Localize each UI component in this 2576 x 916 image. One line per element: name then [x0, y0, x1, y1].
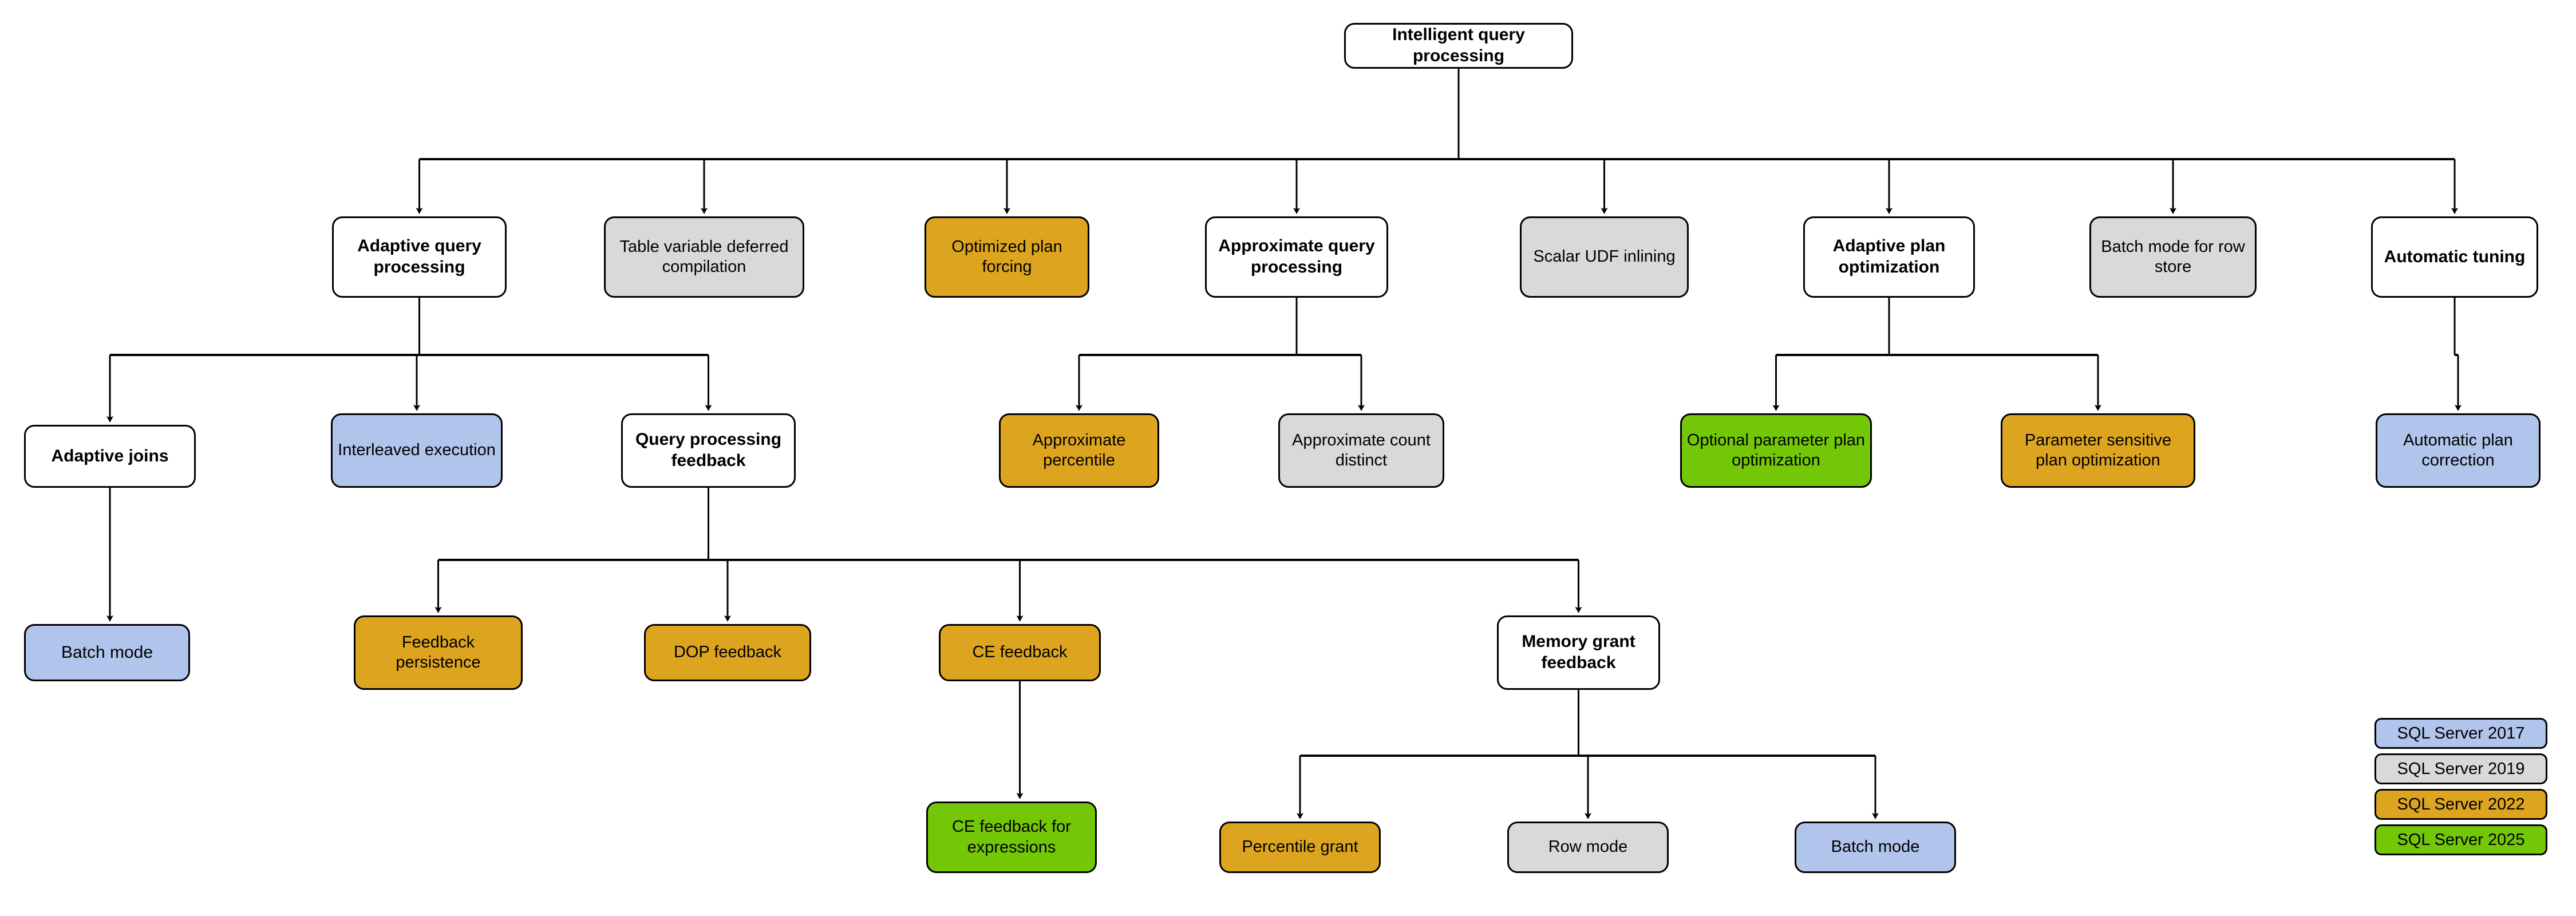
node-label: DOP feedback	[673, 643, 782, 662]
node-label: Row mode	[1548, 838, 1628, 856]
legend-item-blue: SQL Server 2017	[2374, 718, 2547, 749]
node-ap[interactable]: Approximate percentile	[999, 413, 1159, 488]
node-label: Approximate query processing	[1218, 236, 1375, 277]
node-aqp[interactable]: Adaptive query processing	[332, 216, 507, 298]
node-label: Optional parameter plan optimization	[1686, 431, 1866, 469]
node-pspo[interactable]: Parameter sensitive plan optimization	[2001, 413, 2195, 488]
node-label: Percentile grant	[1242, 838, 1358, 856]
node-at[interactable]: Automatic tuning	[2371, 216, 2538, 298]
node-label: Batch mode for row store	[2101, 237, 2245, 276]
node-apq[interactable]: Approximate query processing	[1205, 216, 1388, 298]
node-label: Approximate count distinct	[1292, 431, 1431, 469]
node-label: Batch mode	[61, 642, 153, 662]
node-label: CE feedback	[972, 643, 1068, 662]
node-cef[interactable]: CE feedback	[939, 624, 1101, 681]
node-fp[interactable]: Feedback persistence	[354, 615, 523, 690]
node-acd[interactable]: Approximate count distinct	[1278, 413, 1444, 488]
node-aj[interactable]: Adaptive joins	[24, 425, 196, 488]
node-label: Scalar UDF inlining	[1533, 247, 1676, 266]
legend-item-label: SQL Server 2019	[2397, 759, 2525, 778]
node-label: Parameter sensitive plan optimization	[2024, 431, 2172, 469]
node-root[interactable]: Intelligent query processing	[1344, 23, 1573, 69]
node-cefe[interactable]: CE feedback for expressions	[926, 802, 1097, 873]
node-label: Adaptive query processing	[357, 236, 481, 277]
node-label: Optimized plan forcing	[951, 237, 1062, 276]
node-bmrs[interactable]: Batch mode for row store	[2089, 216, 2257, 298]
node-tvdc[interactable]: Table variable deferred compilation	[604, 216, 804, 298]
legend-item-label: SQL Server 2025	[2397, 830, 2525, 849]
node-oppo[interactable]: Optional parameter plan optimization	[1680, 413, 1872, 488]
node-label: Interleaved execution	[338, 441, 496, 460]
node-pg[interactable]: Percentile grant	[1219, 822, 1381, 873]
node-label: Memory grant feedback	[1522, 632, 1635, 672]
node-mgf[interactable]: Memory grant feedback	[1497, 615, 1660, 690]
legend-item-green: SQL Server 2025	[2374, 824, 2547, 855]
node-ie[interactable]: Interleaved execution	[331, 413, 503, 488]
node-label: Intelligent query processing	[1392, 25, 1525, 65]
node-label: Feedback persistence	[396, 633, 481, 672]
node-label: Adaptive joins	[51, 446, 169, 465]
node-apc[interactable]: Automatic plan correction	[2376, 413, 2541, 488]
node-apo[interactable]: Adaptive plan optimization	[1803, 216, 1975, 298]
node-bm2[interactable]: Batch mode	[1795, 822, 1956, 873]
legend-item-gray: SQL Server 2019	[2374, 753, 2547, 784]
node-label: CE feedback for expressions	[952, 818, 1071, 856]
node-rm[interactable]: Row mode	[1507, 822, 1669, 873]
node-bm1[interactable]: Batch mode	[24, 624, 190, 681]
node-qpf[interactable]: Query processing feedback	[621, 413, 796, 488]
node-label: Table variable deferred compilation	[619, 237, 789, 276]
node-label: Automatic plan correction	[2403, 431, 2513, 469]
node-label: Adaptive plan optimization	[1832, 236, 1946, 277]
node-sudf[interactable]: Scalar UDF inlining	[1520, 216, 1689, 298]
node-label: Approximate percentile	[1032, 431, 1126, 469]
node-label: Automatic tuning	[2384, 247, 2526, 266]
node-label: Query processing feedback	[635, 430, 782, 470]
legend-item-orange: SQL Server 2022	[2374, 789, 2547, 820]
node-dopf[interactable]: DOP feedback	[644, 624, 811, 681]
legend-item-label: SQL Server 2022	[2397, 795, 2525, 814]
node-opf[interactable]: Optimized plan forcing	[924, 216, 1089, 298]
legend-item-label: SQL Server 2017	[2397, 724, 2525, 743]
node-label: Batch mode	[1831, 838, 1920, 856]
